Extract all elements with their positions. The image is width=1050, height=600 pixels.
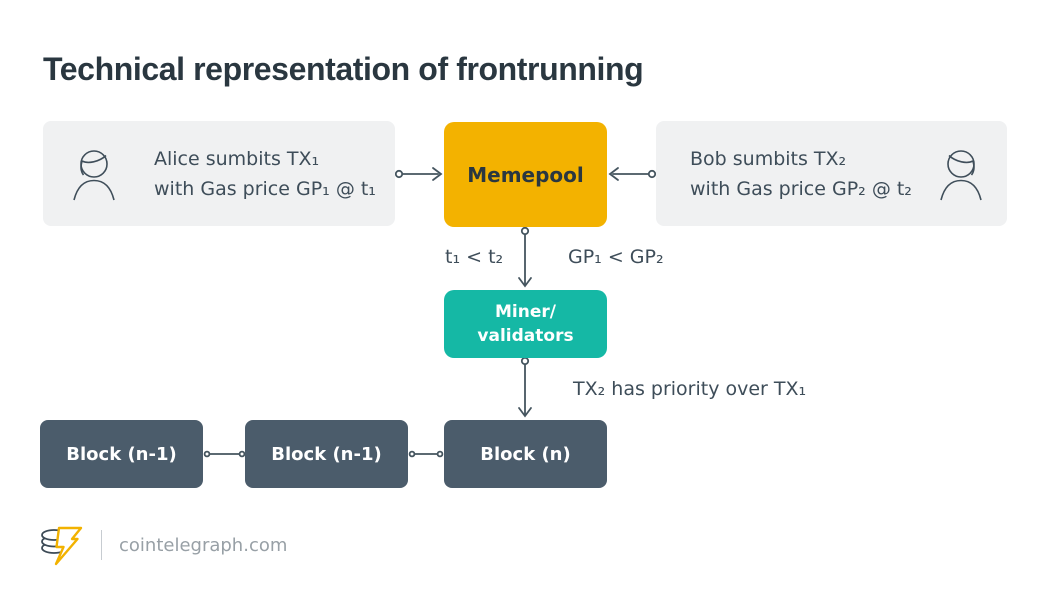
- alice-line2: with Gas price GP₁ @ t₁: [154, 177, 376, 200]
- time-condition-label: t₁ < t₂: [445, 246, 504, 268]
- alice-card-text: Alice sumbits TX₁ with Gas price GP₁ @ t…: [154, 144, 376, 204]
- priority-label: TX₂ has priority over TX₁: [573, 378, 807, 400]
- block-n: Block (n): [444, 420, 607, 488]
- miner-line2: validators: [477, 326, 574, 346]
- bob-card: Bob sumbits TX₂ with Gas price GP₂ @ t₂: [656, 121, 1007, 226]
- miner-line1: Miner/: [495, 302, 556, 322]
- page-title: Technical representation of frontrunning: [43, 51, 644, 88]
- person-icon: [940, 149, 982, 200]
- footer-site-text: cointelegraph.com: [119, 534, 288, 556]
- miner-validators-node: Miner/ validators: [444, 290, 607, 358]
- arrow-alice-to-memepool: [394, 167, 443, 181]
- memepool-node: Memepool: [444, 122, 607, 227]
- block-label: Block (n-1): [66, 443, 177, 465]
- connector-block1-block2: [203, 450, 246, 458]
- bob-line1: Bob sumbits TX₂: [690, 147, 847, 170]
- bob-line2: with Gas price GP₂ @ t₂: [690, 177, 912, 200]
- footer-divider: [101, 530, 102, 560]
- arrow-memepool-to-miner: [518, 226, 532, 288]
- alice-line1: Alice sumbits TX₁: [154, 147, 320, 170]
- block-n-1-first: Block (n-1): [40, 420, 203, 488]
- connector-block2-block3: [408, 450, 444, 458]
- block-n-1-second: Block (n-1): [245, 420, 408, 488]
- block-label: Block (n-1): [271, 443, 382, 465]
- arrow-bob-to-memepool: [608, 167, 657, 181]
- alice-card: Alice sumbits TX₁ with Gas price GP₁ @ t…: [43, 121, 395, 226]
- block-label: Block (n): [480, 443, 571, 465]
- footer: cointelegraph.com: [38, 520, 287, 570]
- cointelegraph-logo: [41, 526, 83, 566]
- bob-card-text: Bob sumbits TX₂ with Gas price GP₂ @ t₂: [690, 144, 937, 204]
- gas-condition-label: GP₁ < GP₂: [568, 246, 664, 268]
- arrow-miner-to-block: [518, 356, 532, 418]
- person-icon: [73, 149, 115, 200]
- memepool-label: Memepool: [467, 162, 584, 187]
